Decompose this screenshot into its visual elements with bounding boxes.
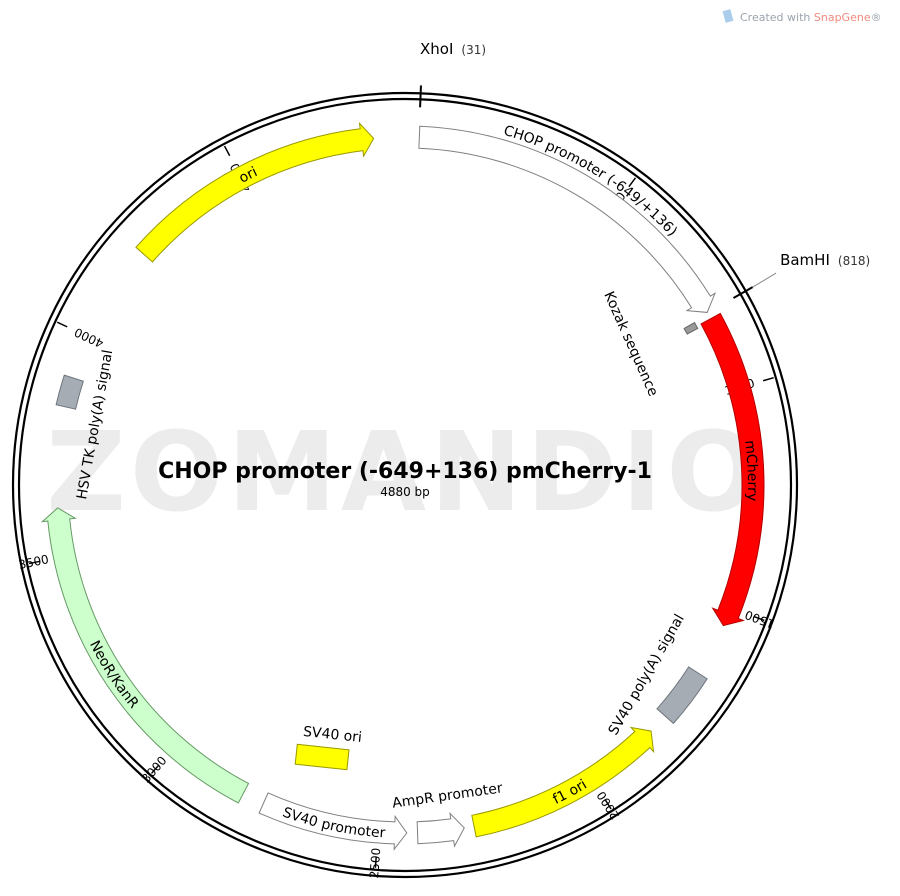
tick-2000 (604, 799, 612, 810)
tick-1500 (753, 615, 765, 622)
site-leader2-bamhi (755, 272, 777, 286)
feature-chop-promoter[interactable]: CHOP promoter (-649/+136) (418, 123, 717, 313)
snapgene-credit: Created with SnapGene® (722, 9, 882, 24)
tick-4000 (56, 321, 68, 328)
feature-label-neor-kanr: NeoR/KanR (86, 638, 142, 712)
tick-1000 (762, 376, 774, 382)
feature-shape-ori[interactable] (135, 121, 375, 263)
site-mark-bamhi (732, 286, 754, 299)
feature-sv40-promoter[interactable]: SV40 promoter (258, 792, 408, 851)
feature-shape-sv40-promoter[interactable] (258, 792, 408, 851)
tick-label-2000: 2000 (594, 789, 622, 822)
feature-neor-kanr[interactable]: NeoR/KanR (40, 507, 250, 804)
feature-ori[interactable]: ori (135, 121, 375, 263)
feature-mcherry[interactable]: mCherry (700, 312, 765, 627)
tick-label-2500: 2500 (367, 847, 383, 879)
tick-3500 (28, 560, 41, 565)
feature-label-sv40-ori: SV40 ori (302, 724, 362, 746)
restriction-sites: XhoI(31) BamHI(818) (419, 40, 870, 299)
feature-label-mcherry: mCherry (741, 439, 760, 501)
tick-500 (628, 177, 637, 188)
feature-label-ori: ori (236, 164, 260, 187)
feature-sv40-polya[interactable]: SV40 poly(A) signal (606, 612, 708, 738)
site-mark-xhoi (419, 85, 422, 108)
feature-shape-mcherry[interactable] (700, 312, 765, 627)
feature-label-ampr-promoter: AmpR promoter (391, 780, 504, 811)
feature-label-kozak: Kozak sequence (600, 289, 661, 399)
feature-shape-sv40-polya[interactable] (656, 666, 708, 725)
feature-shape-kozak[interactable] (683, 321, 699, 335)
feature-kozak[interactable]: Kozak sequence (600, 289, 699, 399)
feature-shape-hsv-tk-polya[interactable] (55, 374, 84, 410)
tick-2500 (374, 856, 377, 868)
feature-sv40-ori[interactable]: SV40 ori (294, 724, 363, 771)
feature-shape-ampr-promoter[interactable] (416, 812, 465, 848)
feature-shape-f1-ori[interactable] (471, 726, 655, 838)
site-leader-xhoi (419, 84, 422, 87)
snapgene-credit-text: Created with SnapGene® (740, 11, 882, 24)
snapgene-logo-icon (722, 9, 734, 23)
watermark: ZOMANDIO (46, 408, 764, 536)
tick-label-4000: 4000 (72, 325, 106, 351)
site-label-bamhi: BamHI(818) (780, 251, 870, 269)
site-leader-bamhi (752, 284, 757, 288)
tick-label-1500: 1500 (743, 607, 777, 631)
feature-shape-neor-kanr[interactable] (40, 507, 250, 804)
plasmid-size: 4880 bp (380, 485, 430, 499)
backbone-outer-ring (11, 91, 799, 879)
backbone-inner-ring (17, 97, 793, 873)
plasmid-title: CHOP promoter (-649+136) pmCherry-1 (158, 459, 652, 484)
tick-label-3500: 3500 (17, 552, 50, 572)
feature-shape-sv40-ori[interactable] (294, 743, 350, 771)
site-label-xhoi: XhoI(31) (420, 40, 486, 58)
tick-3000 (150, 764, 160, 774)
tick-4500 (223, 145, 231, 157)
feature-shape-chop-promoter[interactable] (418, 125, 717, 313)
